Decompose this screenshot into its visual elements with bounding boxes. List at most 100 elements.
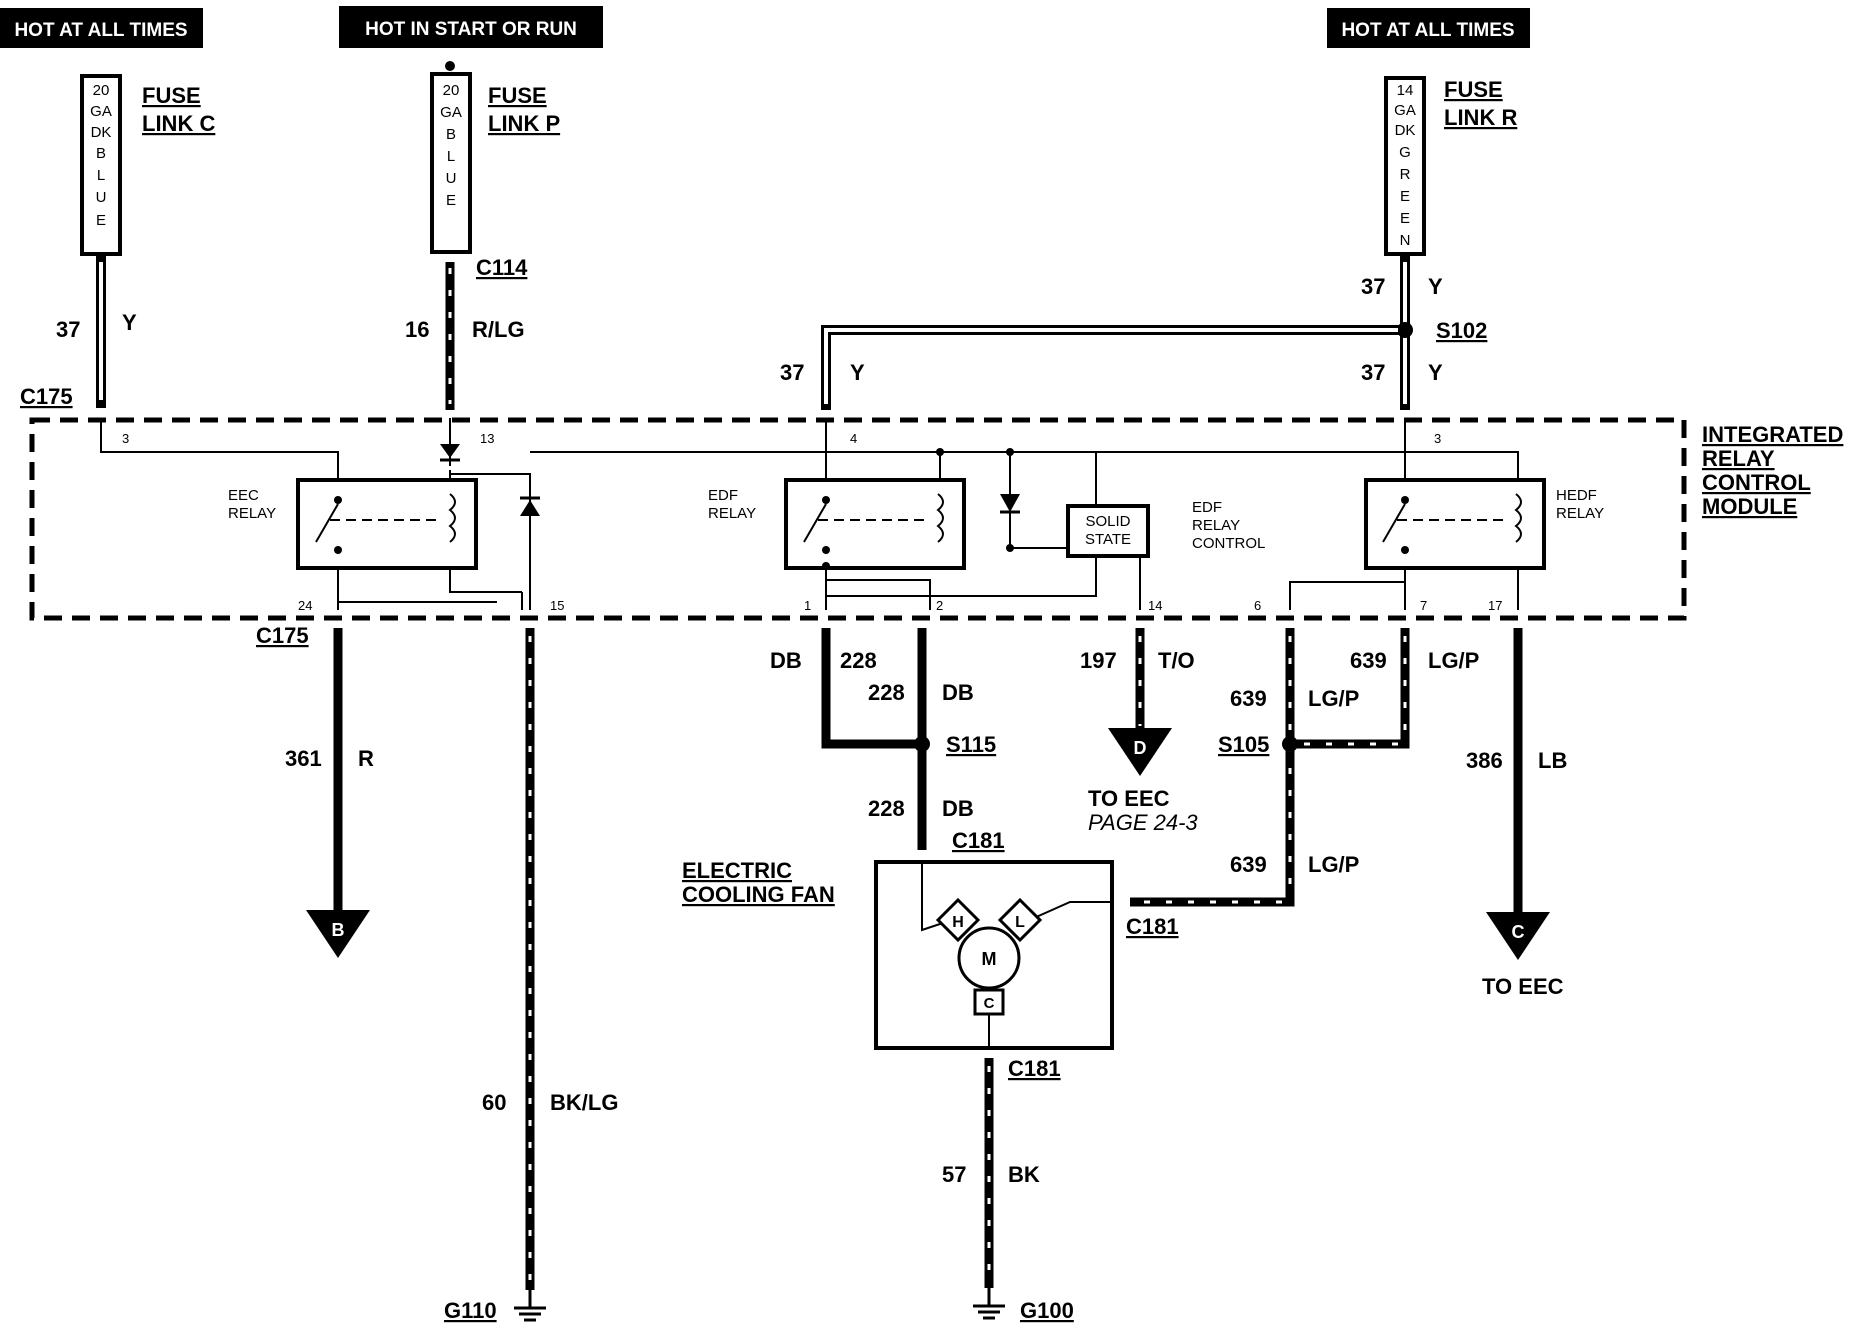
fuse-c-char: E bbox=[96, 212, 106, 229]
splice-s105: S105 bbox=[1218, 732, 1269, 757]
fuse-p-char: U bbox=[446, 170, 457, 187]
ref-d: D bbox=[1134, 738, 1147, 758]
svg-text:HOT AT ALL TIMES: HOT AT ALL TIMES bbox=[14, 20, 187, 41]
pin-2: 2 bbox=[936, 598, 943, 613]
svg-text:BK/LG: BK/LG bbox=[550, 1090, 618, 1115]
svg-text:R/LG: R/LG bbox=[472, 317, 525, 342]
splice-s115: S115 bbox=[946, 732, 996, 757]
svg-text:CONTROL: CONTROL bbox=[1702, 470, 1811, 495]
fuse-r-char: R bbox=[1400, 166, 1411, 183]
svg-text:Y: Y bbox=[1428, 274, 1443, 299]
wire-16-rlg: 16 R/LG bbox=[405, 262, 525, 410]
svg-text:228: 228 bbox=[868, 680, 905, 705]
svg-text:639: 639 bbox=[1350, 648, 1387, 673]
svg-text:EDF: EDF bbox=[1192, 499, 1222, 516]
connector-c114: C114 bbox=[476, 255, 528, 280]
fan-h-terminal: H bbox=[952, 914, 964, 931]
svg-text:LG/P: LG/P bbox=[1428, 648, 1479, 673]
header-left: HOT AT ALL TIMES bbox=[0, 8, 203, 48]
header-middle: HOT IN START OR RUN bbox=[339, 6, 603, 48]
fuse-p-label: FUSE bbox=[488, 83, 547, 108]
fuse-c-label: FUSE bbox=[142, 83, 201, 108]
fuse-p-char: L bbox=[447, 148, 455, 165]
fuse-p-char: E bbox=[446, 192, 456, 209]
svg-text:COOLING FAN: COOLING FAN bbox=[682, 882, 835, 907]
fuse-link-p: 20 GA B L U E FUSE LINK P bbox=[430, 61, 560, 254]
page-ref: PAGE 24-3 bbox=[1088, 810, 1198, 835]
connector-c181-bottom: C181 bbox=[1008, 1056, 1061, 1081]
svg-text:INTEGRATED: INTEGRATED bbox=[1702, 422, 1843, 447]
diode-edf bbox=[1000, 494, 1020, 514]
diode-13 bbox=[440, 444, 460, 462]
svg-text:RELAY: RELAY bbox=[1702, 446, 1775, 471]
splice-s105-dot bbox=[1282, 736, 1298, 752]
header-right: HOT AT ALL TIMES bbox=[1327, 8, 1530, 48]
to-eec-c: TO EEC bbox=[1482, 974, 1564, 999]
eec-relay: EEC RELAY bbox=[228, 478, 478, 570]
fuse-c-char: 20 bbox=[93, 82, 110, 99]
fuse-r-char: 14 bbox=[1397, 82, 1414, 99]
svg-text:DB: DB bbox=[942, 796, 974, 821]
svg-text:386: 386 bbox=[1466, 748, 1503, 773]
splice-s102: S102 bbox=[1436, 318, 1487, 343]
fuse-p-label: LINK P bbox=[488, 111, 560, 136]
wire-386-lb: C 386 LB TO EEC bbox=[1466, 628, 1567, 999]
svg-text:LG/P: LG/P bbox=[1308, 852, 1359, 877]
svg-text:CONTROL: CONTROL bbox=[1192, 535, 1265, 552]
fuse-p-char: 20 bbox=[443, 82, 460, 99]
connector-c181-right: C181 bbox=[1126, 914, 1179, 939]
pin-24: 24 bbox=[298, 598, 312, 613]
fuse-r-char: N bbox=[1400, 232, 1411, 249]
pin-14: 14 bbox=[1148, 598, 1162, 613]
pin-1: 1 bbox=[804, 598, 811, 613]
svg-text:228: 228 bbox=[840, 648, 877, 673]
svg-text:R: R bbox=[358, 746, 374, 771]
module-label: INTEGRATED RELAY CONTROL MODULE bbox=[1702, 422, 1843, 519]
fan-motor: M bbox=[982, 949, 997, 969]
svg-text:G100: G100 bbox=[1020, 1298, 1074, 1323]
svg-text:LB: LB bbox=[1538, 748, 1567, 773]
svg-text:HOT IN START OR RUN: HOT IN START OR RUN bbox=[365, 19, 577, 40]
svg-text:RELAY: RELAY bbox=[1556, 505, 1604, 522]
hedf-relay: HEDF RELAY bbox=[1364, 478, 1604, 570]
wire-37-color: Y bbox=[1428, 360, 1443, 385]
svg-text:SOLID: SOLID bbox=[1085, 513, 1130, 530]
integrated-relay-control-module bbox=[29, 417, 1687, 621]
fuse-link-r: 14 GA DK G R E E N FUSE LINK R bbox=[1384, 76, 1517, 256]
fuse-c-char: L bbox=[97, 167, 105, 184]
ground-g100: G100 bbox=[973, 1288, 1074, 1323]
fan-c-terminal: C bbox=[984, 995, 995, 1012]
svg-text:197: 197 bbox=[1080, 648, 1117, 673]
ref-b: B bbox=[332, 920, 345, 940]
svg-text:37: 37 bbox=[56, 317, 80, 342]
pin-3: 3 bbox=[1434, 431, 1441, 446]
svg-text:361: 361 bbox=[285, 746, 322, 771]
svg-text:EDF: EDF bbox=[708, 487, 738, 504]
wire-57-bk: 57 BK bbox=[942, 1058, 1040, 1288]
connector-c175-bottom: C175 bbox=[256, 623, 309, 648]
fuse-r-char: G bbox=[1399, 144, 1411, 161]
fuse-c-label: LINK C bbox=[142, 111, 215, 136]
splice-s115-dot bbox=[914, 736, 930, 752]
svg-text:228: 228 bbox=[868, 796, 905, 821]
wire-228-db: DB 228 228 DB 228 DB bbox=[770, 628, 974, 850]
solid-state-control: SOLID STATE EDF RELAY CONTROL bbox=[1066, 499, 1265, 558]
diode-15 bbox=[520, 496, 540, 516]
svg-text:RELAY: RELAY bbox=[708, 505, 756, 522]
svg-text:37: 37 bbox=[780, 360, 804, 385]
svg-text:60: 60 bbox=[482, 1090, 506, 1115]
pin-15: 15 bbox=[550, 598, 564, 613]
wire-197-to: D 197 T/O TO EEC PAGE 24-3 bbox=[1080, 628, 1198, 835]
pin-17: 17 bbox=[1488, 598, 1502, 613]
connector-c175-top: C175 bbox=[20, 384, 73, 409]
wire-60-bklg: 60 BK/LG bbox=[482, 628, 618, 1290]
svg-text:RELAY: RELAY bbox=[1192, 517, 1240, 534]
fuse-r-char: E bbox=[1400, 210, 1410, 227]
fuse-link-c: 20 GA DK B L U E FUSE LINK C bbox=[80, 74, 215, 256]
fuse-c-char: U bbox=[96, 189, 107, 206]
fuse-r-label: FUSE bbox=[1444, 77, 1503, 102]
pin-7: 7 bbox=[1420, 598, 1427, 613]
svg-text:ELECTRIC: ELECTRIC bbox=[682, 858, 792, 883]
ref-c: C bbox=[1512, 922, 1525, 942]
